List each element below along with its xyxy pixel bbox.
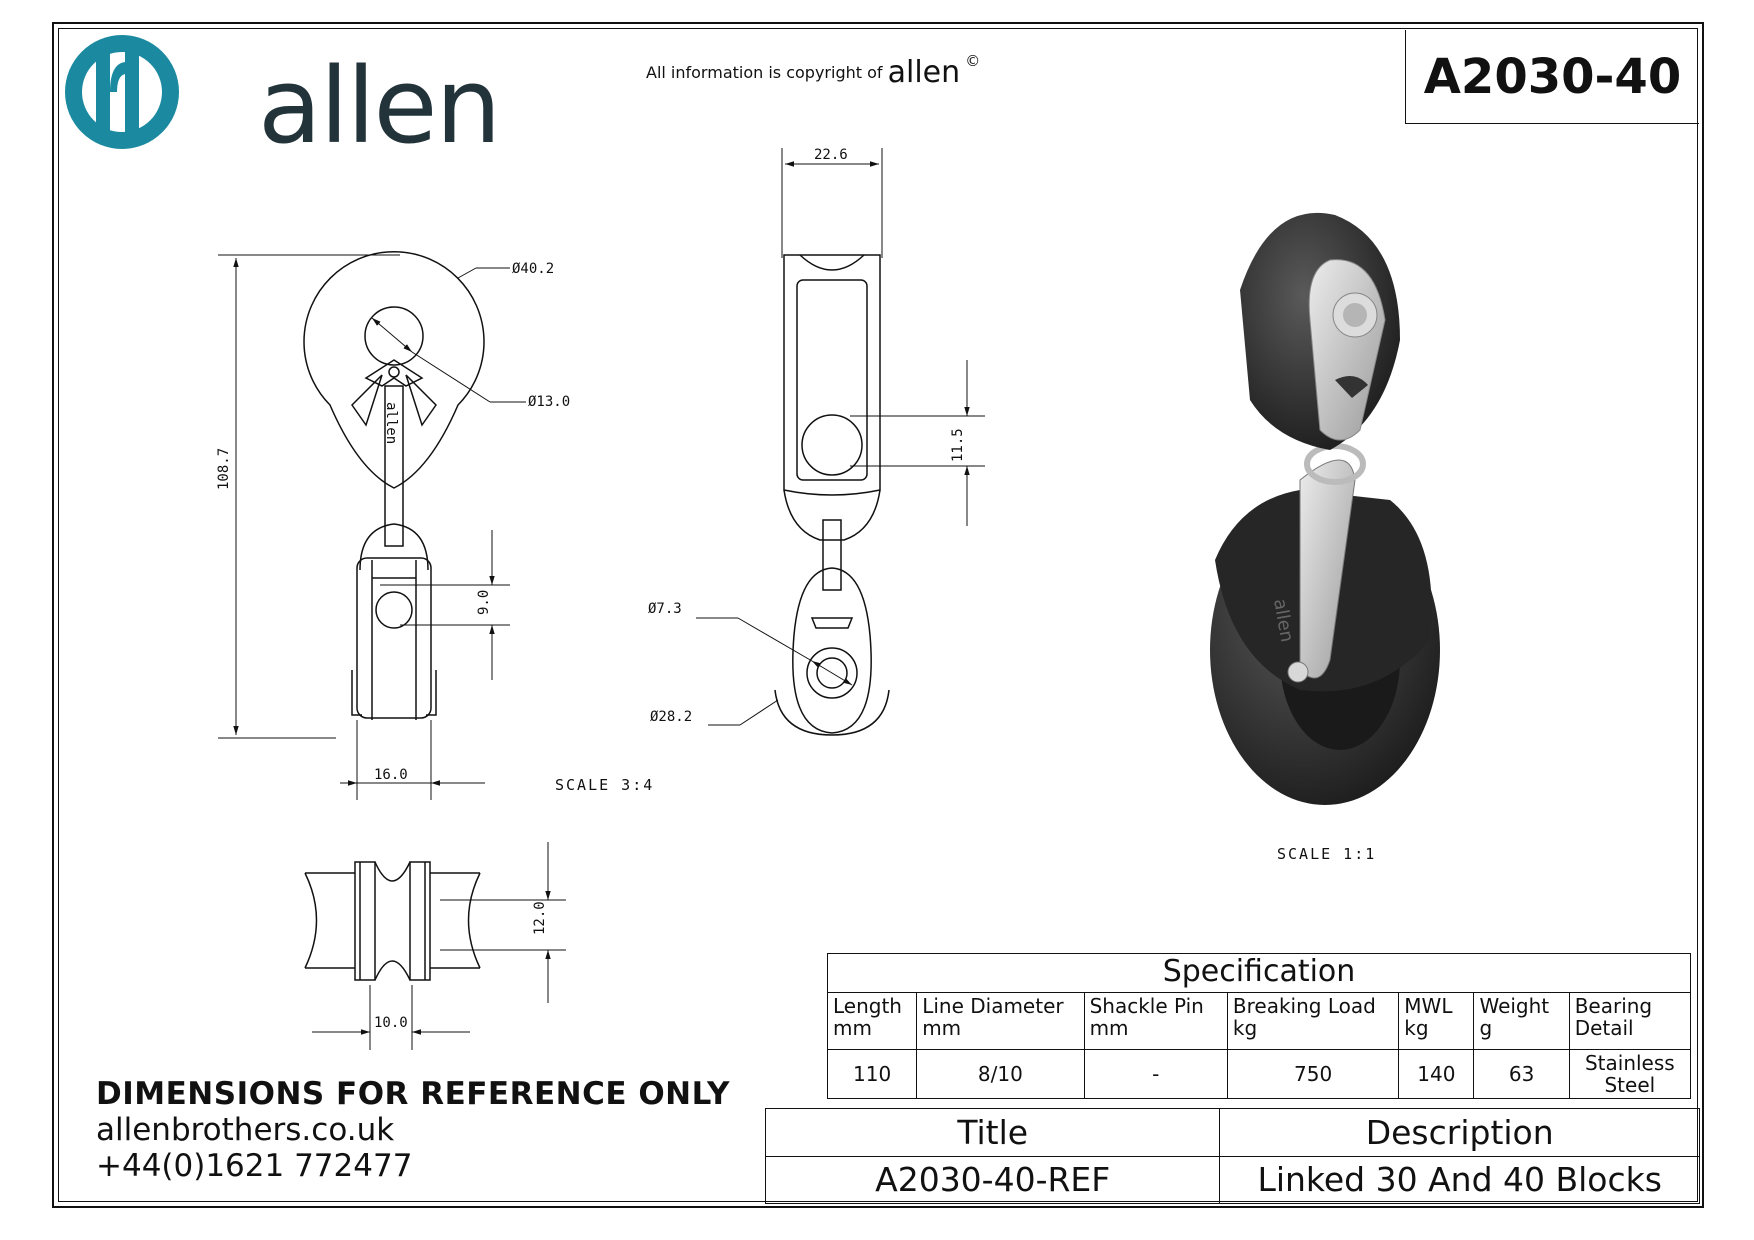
allen-wordmark: allen [258,45,501,167]
copyright-notice: All information is copyright of allen © [646,52,980,90]
front-view-strap-head [364,359,424,387]
side-view [774,254,890,736]
dim-overall-length: 108.7 [216,448,232,490]
render-upper-axle [1343,303,1367,327]
side-view-lower-sheave-edge [774,689,890,736]
spec-value-row: 110 8/10 - 750 140 63 Stainless Steel [826,1049,1692,1099]
spec-value-breaking-load: 750 [1226,1049,1400,1099]
spec-value-weight: 63 [1473,1049,1570,1099]
spec-value-mwl: 140 [1398,1049,1475,1099]
front-view-lower-sheave [375,591,413,629]
front-view-lower-block [356,557,432,719]
allen-logo-icon [65,35,179,149]
render-pin [1287,661,1309,683]
top-view-dimensions [312,842,566,1050]
front-view-strap-label: allen [383,402,399,444]
front-view-left-window [351,374,383,427]
dim-pin-diameter: Ø7.3 [648,601,682,617]
side-view-axle [801,414,863,476]
contact-notes: DIMENSIONS FOR REFERENCE ONLY allenbroth… [96,1076,730,1184]
front-view-strap [384,385,404,547]
top-view-right-groove [467,872,481,969]
copyright-symbol: © [965,52,981,70]
spec-value-shackle-pin: - [1083,1049,1228,1099]
dim-hole-diameter: Ø13.0 [528,394,570,410]
dim-width-10: 10.0 [374,1015,408,1031]
top-view-left-plate [354,861,376,981]
side-view-bottom [783,489,881,541]
disclaimer: DIMENSIONS FOR REFERENCE ONLY [96,1076,730,1112]
description-label: Description [1219,1108,1700,1157]
dim-width-16: 16.0 [374,767,408,783]
allen-logo: allen [62,34,501,158]
dim-gap-11: 11.5 [950,428,966,462]
front-view-sheave-hole [364,306,424,366]
dim-lower-sheave-diameter: Ø28.2 [650,709,692,725]
top-view-sheave [374,861,411,981]
scale-render: SCALE 1:1 [1277,845,1377,863]
front-view-upper-block [303,250,485,489]
part-number: A2030-40 [1423,48,1682,105]
dim-top-sheave-diameter: Ø40.2 [512,261,554,277]
side-view-strap [822,519,842,591]
render-upper-plate [1308,259,1386,441]
dim-thickness-22: 22.6 [814,147,848,163]
front-view-link [359,523,429,571]
specification-heading: Specification [827,953,1691,993]
front-view-dimensions [218,254,526,800]
side-view-dimensions [696,148,985,726]
top-view-left-groove [304,872,318,969]
dim-height-12: 12.0 [532,901,548,935]
side-view-lower-block [792,567,872,734]
top-view-right-plate [409,861,431,981]
title-value: A2030-40-REF [764,1155,1221,1204]
phone-number: +44(0)1621 772477 [96,1148,413,1184]
title-block: Title Description A2030-40-REF Linked 30… [764,1108,1700,1204]
description-value: Linked 30 And 40 Blocks [1219,1155,1700,1204]
side-view-groove [799,254,865,271]
part-number-box: A2030-40 [1405,30,1699,124]
side-view-sheave [796,279,868,481]
front-view-right-window [405,374,437,427]
website-link[interactable]: allenbrothers.co.uk [96,1112,395,1148]
front-view-sheave-lines [371,560,417,720]
front-view-cheeks [351,670,437,716]
spec-value-length: 110 [826,1049,918,1099]
render-upper-window [1335,376,1368,398]
top-view [304,861,481,981]
side-view-slot [810,617,854,629]
dim-gap-9: 9.0 [476,590,492,615]
front-view-pin [388,366,400,378]
copyright-brand: allen [887,55,961,90]
drawing-border-outer [52,22,1704,1208]
copyright-text: All information is copyright of [646,63,883,82]
top-view-left-cheek [305,872,355,969]
spec-value-line-diameter: 8/10 [916,1049,1085,1099]
front-view [303,250,485,720]
top-view-right-cheek [430,872,480,969]
side-view-lower-sheave [806,647,858,699]
scale-views: SCALE 3:4 [555,776,655,794]
spec-value-bearing-detail: Stainless Steel [1568,1049,1692,1099]
side-view-upper-block [783,254,881,496]
title-label: Title [764,1108,1221,1157]
product-render: allen [1210,212,1440,805]
